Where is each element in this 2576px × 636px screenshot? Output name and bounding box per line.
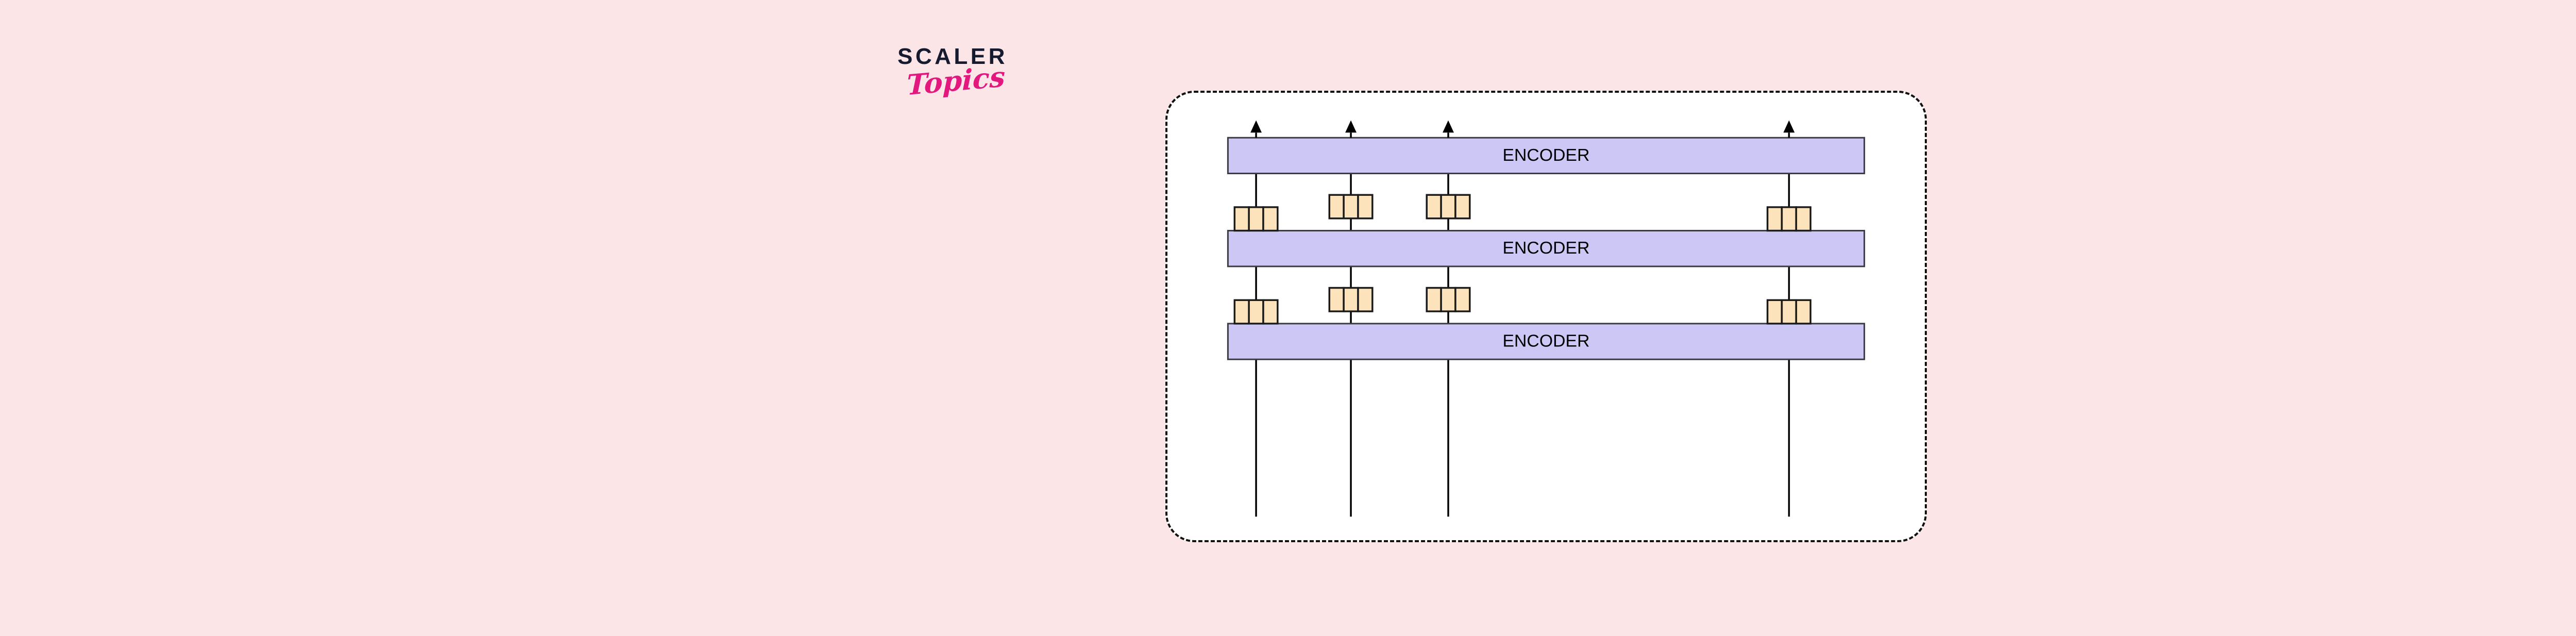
output-arrow-head-1	[1250, 120, 1262, 133]
encoder-stack-diagram-svg: ENCODER ENCODER ENCODER	[1227, 120, 1866, 517]
token-cell	[1766, 299, 1783, 325]
encoder-stack-diagram-panel: ENCODER ENCODER ENCODER	[1165, 91, 1927, 542]
token-cell	[1248, 299, 1264, 325]
encoder-block-1	[1227, 137, 1866, 175]
output-arrow-head-3	[1443, 120, 1454, 133]
token-group-r1-c1	[1233, 206, 1279, 232]
token-cell	[1262, 299, 1279, 325]
token-cell	[1343, 287, 1359, 312]
token-cell	[1233, 206, 1250, 232]
token-cell	[1795, 299, 1811, 325]
token-cell	[1781, 206, 1798, 232]
token-cell	[1440, 287, 1456, 312]
token-cell	[1781, 299, 1798, 325]
token-group-r2-c2	[1328, 287, 1374, 312]
token-cell	[1357, 287, 1374, 312]
output-arrows-layer	[1250, 120, 1795, 138]
token-cell	[1454, 287, 1471, 312]
output-arrow-head-2	[1345, 120, 1357, 133]
token-cell	[1343, 194, 1359, 220]
encoder-block-2	[1227, 230, 1866, 267]
token-group-r1-c4	[1766, 206, 1811, 232]
output-arrow-head-4	[1783, 120, 1795, 133]
token-cell	[1357, 194, 1374, 220]
encoder-blocks-layer: ENCODER ENCODER ENCODER	[1227, 137, 1866, 360]
encoder-label-2: ENCODER	[1502, 238, 1589, 258]
encoder-label-1: ENCODER	[1502, 145, 1589, 165]
token-cell	[1795, 206, 1811, 232]
brand-wordmark-scaler: SCALER	[897, 44, 1008, 69]
token-cell	[1440, 194, 1456, 220]
token-cell	[1262, 206, 1279, 232]
token-group-r2-c1	[1233, 299, 1279, 325]
encoder-block-3	[1227, 323, 1866, 360]
token-cell	[1426, 287, 1442, 312]
token-cell	[1233, 299, 1250, 325]
token-group-r2-c4	[1766, 299, 1811, 325]
token-cell	[1454, 194, 1471, 220]
token-cell	[1766, 206, 1783, 232]
token-group-r1-c2	[1328, 194, 1374, 220]
token-group-r1-c3	[1426, 194, 1471, 220]
token-group-r2-c3	[1426, 287, 1471, 312]
brand-logo: SCALER Topics	[897, 45, 1052, 112]
token-cell	[1426, 194, 1442, 220]
token-cell	[1328, 194, 1345, 220]
token-cell	[1248, 206, 1264, 232]
token-cell	[1328, 287, 1345, 312]
encoder-label-3: ENCODER	[1502, 331, 1589, 351]
token-groups-layer	[1233, 194, 1811, 325]
